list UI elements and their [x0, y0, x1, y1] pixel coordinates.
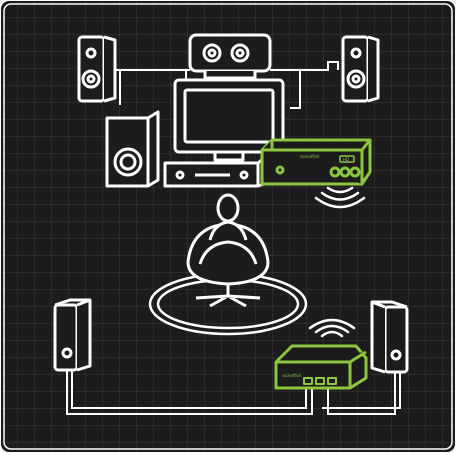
- front-right-speaker-icon: [341, 35, 380, 103]
- front-left-speaker-icon: [77, 35, 117, 103]
- rear-left-speaker-icon: [53, 298, 92, 372]
- transmitter-brand-label: rocketfish: [300, 154, 320, 159]
- receiver-brand-label: rocketfish: [282, 373, 302, 378]
- listener-icon: [208, 193, 248, 241]
- rear-right-speaker-icon: [370, 300, 409, 374]
- chair-icon: [186, 222, 270, 308]
- av-receiver-icon: [163, 156, 266, 188]
- rear-speaker-wiring: [66, 370, 401, 415]
- subwoofer-icon: [105, 110, 160, 188]
- transmitter-badge-label: HD: [343, 157, 349, 162]
- television-icon: [173, 78, 285, 162]
- wireless-receiver-icon: [274, 344, 368, 390]
- rear-wireless-signal-icon: [308, 318, 356, 338]
- wireless-transmitter-icon: [260, 138, 372, 186]
- wireless-signal-icon: [314, 186, 366, 209]
- center-speaker-icon: [188, 33, 272, 80]
